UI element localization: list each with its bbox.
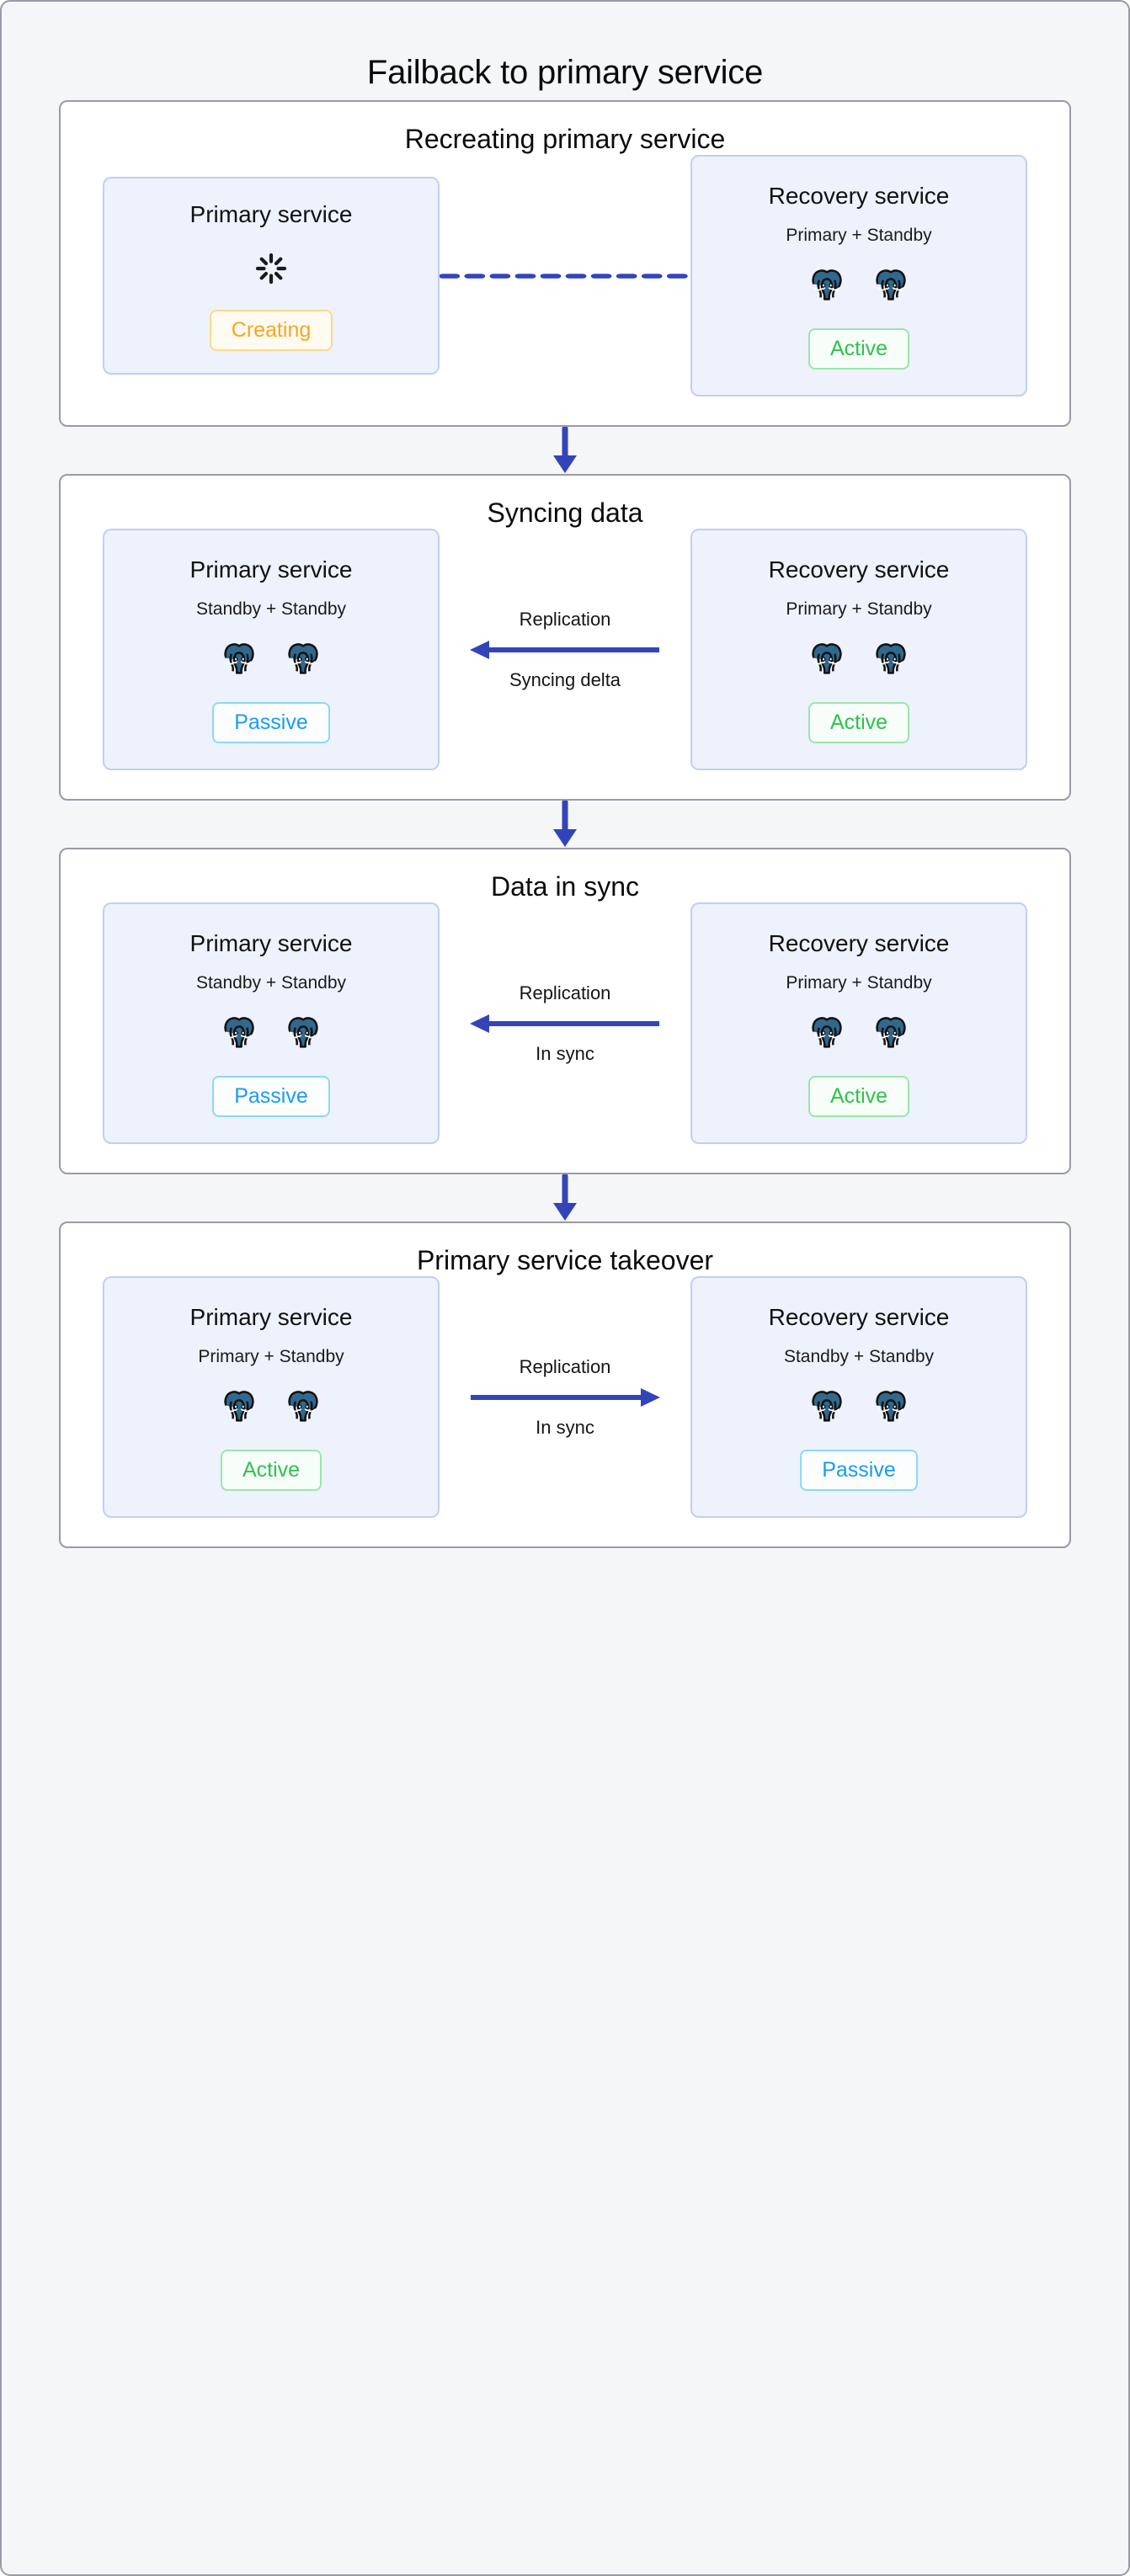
status-badge: Active	[808, 1075, 910, 1118]
stage-title: Syncing data	[487, 498, 643, 529]
stage-primary-service-takeover: Primary service takeover Primary service…	[59, 1221, 1071, 1549]
stage-body: Primary service Creating Recovery servic…	[61, 155, 1069, 397]
service-name: Primary service	[189, 201, 353, 227]
connector-label-bottom: In sync	[536, 1416, 594, 1438]
loading-spinner-icon	[255, 253, 287, 284]
connector-label-bottom: Syncing delta	[509, 668, 621, 690]
service-name: Primary service	[189, 556, 353, 583]
stage-flow-down-arrow-icon	[553, 801, 577, 848]
database-node-group	[218, 1386, 324, 1428]
status-badge: Passive	[800, 1449, 918, 1492]
service-name: Recovery service	[768, 183, 950, 209]
postgres-elephant-icon	[224, 1391, 254, 1422]
stage-transition-arrow	[59, 427, 1071, 474]
service-roles: Primary + Standby	[198, 1346, 344, 1366]
connector-label-top: Replication	[519, 1355, 611, 1377]
database-node-group	[218, 638, 324, 680]
diagram-title: Failback to primary service	[366, 54, 764, 91]
postgres-elephant-icon	[224, 642, 254, 674]
service-roles: Primary + Standby	[786, 225, 932, 245]
postgres-elephant-icon	[224, 1016, 254, 1048]
database-node-group	[806, 264, 912, 306]
service-name: Primary service	[189, 1304, 353, 1331]
stage-title: Primary service takeover	[416, 1245, 714, 1276]
postgres-elephant-icon	[876, 269, 906, 301]
status-badge: Active	[220, 1449, 322, 1492]
replication-connector: Replication In sync	[440, 982, 690, 1065]
database-node-group	[806, 638, 912, 680]
postgres-elephant-icon	[288, 642, 318, 674]
status-badge: Passive	[212, 1075, 330, 1118]
service-roles: Standby + Standby	[195, 972, 347, 993]
replication-arrow-left-icon	[470, 640, 659, 659]
database-node-group	[806, 1012, 912, 1054]
postgres-elephant-icon	[288, 1016, 318, 1048]
stage-flow-down-arrow-icon	[553, 1174, 577, 1221]
service-name: Recovery service	[768, 930, 950, 957]
replication-connector	[440, 273, 690, 279]
connector-label-top: Replication	[519, 982, 611, 1003]
primary-service-card[interactable]: Primary service Creating	[103, 177, 440, 375]
service-roles: Standby + Standby	[783, 1346, 935, 1366]
stage-transition-arrow	[59, 1174, 1071, 1221]
postgres-elephant-icon	[812, 1391, 842, 1422]
status-badge: Active	[808, 701, 910, 744]
service-roles: Primary + Standby	[786, 599, 932, 619]
service-roles: Standby + Standby	[195, 599, 347, 619]
postgres-elephant-icon	[288, 1391, 318, 1422]
stage-title: Recreating primary service	[404, 124, 726, 154]
database-node-group	[218, 1012, 324, 1054]
service-name: Primary service	[189, 930, 353, 957]
status-badge: Creating	[209, 309, 333, 352]
replication-arrow-right-icon	[471, 1387, 660, 1407]
service-name: Recovery service	[768, 1304, 950, 1331]
database-node-group	[806, 1386, 912, 1428]
stage-list: Recreating primary service Primary servi…	[2, 100, 1128, 1549]
postgres-elephant-icon	[812, 269, 842, 301]
postgres-elephant-icon	[812, 642, 842, 674]
connector-label-top: Replication	[519, 608, 611, 630]
stage-title: Data in sync	[490, 871, 640, 902]
connector-label-bottom: In sync	[536, 1042, 594, 1064]
postgres-elephant-icon	[812, 1016, 842, 1048]
service-roles: Primary + Standby	[786, 972, 932, 993]
replication-connector: Replication Syncing delta	[440, 609, 690, 691]
postgres-elephant-icon	[876, 642, 906, 674]
status-badge: Passive	[212, 701, 330, 744]
stage-recreating-primary-service: Recreating primary service Primary servi…	[59, 100, 1071, 428]
replication-arrow-left-icon	[470, 1014, 659, 1033]
postgres-elephant-icon	[876, 1391, 906, 1422]
service-name: Recovery service	[768, 556, 950, 583]
postgres-elephant-icon	[876, 1016, 906, 1048]
stage-transition-arrow	[59, 801, 1071, 848]
pending-connection-dashed-line	[440, 273, 690, 279]
status-badge: Active	[808, 327, 910, 370]
replication-connector: Replication In sync	[440, 1356, 690, 1439]
stage-flow-down-arrow-icon	[553, 427, 577, 474]
